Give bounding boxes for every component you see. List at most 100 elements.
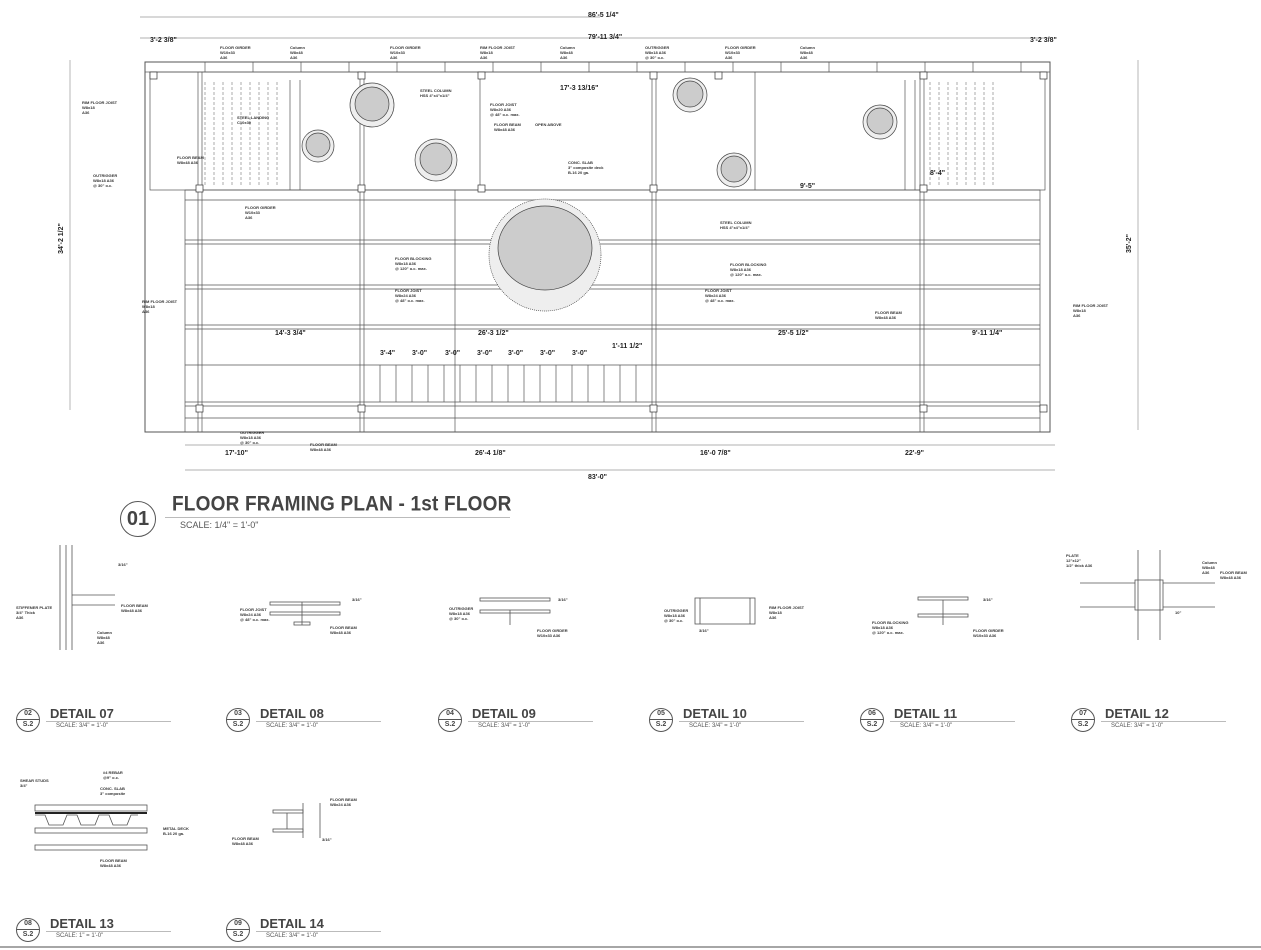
dim-interior: 14'-3 3/4" <box>275 330 306 337</box>
plan-callout-label: OPEN ABOVE <box>535 122 562 127</box>
plan-callout-label: FLOOR JOIST W8x24 A36 @ 48" o.c. max. <box>395 288 425 303</box>
plan-callout-label: RIM FLOOR JOIST W8x18 A36 <box>142 299 178 314</box>
detail-sheet: S.2 <box>22 931 34 938</box>
detail-callout-label: METAL DECK B-16 20 ga. <box>163 826 189 836</box>
detail-callout-label: 3/16" <box>983 597 993 602</box>
plan-callout-label: FLOOR GIRDER W10x33 A36 <box>220 45 251 60</box>
steel-column <box>649 184 658 193</box>
plan-callout-label: FLOOR BLOCKING W8x18 A36 @ 120" o.c. max… <box>395 256 432 271</box>
plan-callout-label: Column W8x48 A36 <box>800 45 815 60</box>
detail-callout-label: CONC. SLAB 3" composite <box>100 786 126 796</box>
plan-callout-label: FLOOR BLOCKING W8x18 A36 @ 120" o.c. max… <box>730 262 767 277</box>
detail-number: 08 <box>17 919 39 930</box>
plan-callout-label: RIM FLOOR JOIST W8x18 A36 <box>82 100 118 115</box>
detail-callout-label: #4 REBAR @9" o.c. <box>103 770 123 780</box>
plan-callout-label: STEEL COLUMN HSS 4"x4"x1/4" <box>420 88 452 98</box>
detail-callout-label: FLOOR GIRDER W10x33 A36 <box>537 628 568 638</box>
detail-sheet: S.2 <box>232 931 244 938</box>
detail-callout-label: PLATE 12"x12" 1/2" thick A36 <box>1066 553 1093 568</box>
detail-callout-label: STIFFENER PLATE 3/4" Thick A36 <box>16 605 53 620</box>
dim-interior: 1'-11 1/2" <box>612 343 643 350</box>
detail-callout-label: FLOOR JOIST W8x24 A36 @ 48" o.c. max. <box>240 607 270 622</box>
dim-interior: 3'-0" <box>477 350 493 357</box>
detail-callout-label: RIM FLOOR JOIST W8x18 A36 <box>769 605 805 620</box>
detail-scale: SCALE: 3/4" = 1'-0" <box>1111 723 1164 729</box>
detail-number: 05 <box>650 709 672 720</box>
steel-column <box>714 71 723 80</box>
dim-top-left: 3'-2 3/8" <box>150 37 177 44</box>
detail-callout-label: FLOOR GIRDER W10x33 A36 <box>973 628 1004 638</box>
plan-number-bubble: 01 <box>120 501 156 537</box>
detail-scale: SCALE: 3/4" = 1'-0" <box>689 723 742 729</box>
dim-interior: 3'-0" <box>412 350 428 357</box>
dim-inner-top: 79'-11 3/4" <box>588 34 623 41</box>
plan-callout-label: FLOOR BEAM W8x48 A36 <box>177 155 204 165</box>
detail-callout-label: OUTRIGGER W8x18 A36 @ 30" o.c. <box>449 606 474 621</box>
plan-callout-label: STEEL LANDING C10x30 <box>237 115 270 125</box>
plan-callout-label: CONC. SLAB 3" composite deck B-16 20 ga. <box>568 160 604 175</box>
dim-overall-top: 86'-5 1/4" <box>588 12 619 19</box>
dim-interior: 3'-0" <box>540 350 556 357</box>
plan-callout-label: FLOOR JOIST W8x20 A36 @ 48" o.c. max. <box>490 102 520 117</box>
detail-scale: SCALE: 3/4" = 1'-0" <box>478 723 531 729</box>
dim-interior: 3'-0" <box>572 350 588 357</box>
detail-callout-label: FLOOR BEAM W8x48 A36 <box>232 836 259 846</box>
steel-column <box>1039 71 1048 80</box>
plan-callout-label: STEEL COLUMN HSS 4"x4"x1/4" <box>720 220 752 230</box>
plan-callout-label: OUTRIGGER W8x18 A36 @ 30" o.c. <box>240 430 265 445</box>
steel-column <box>919 184 928 193</box>
detail-callout-label: 3/16" <box>322 837 332 842</box>
detail-drawings <box>34 545 1215 851</box>
plan-callout-label: FLOOR GIRDER W10x33 A36 <box>725 45 756 60</box>
detail-sheet: S.2 <box>866 721 878 728</box>
detail-scale: SCALE: 3/4" = 1'-0" <box>266 933 319 939</box>
floor-framing-plan <box>69 16 1139 471</box>
steel-column <box>195 404 204 413</box>
detail-callout-label: 10" <box>1175 610 1182 615</box>
dim-interior: 9'-11 1/4" <box>972 330 1003 337</box>
detail-callout-label: 3/16" <box>699 628 709 633</box>
detail-callout-label: FLOOR BEAM W8x48 A36 <box>100 858 127 868</box>
steel-column <box>195 184 204 193</box>
detail-callout-label: SHEAR STUDS 3/4" <box>20 778 49 788</box>
dim-bottom-2: 26'-4 1/8" <box>475 450 506 457</box>
detail-title: DETAIL 13 <box>50 916 114 931</box>
plan-callout-label: FLOOR BEAM W8x48 A36 <box>494 122 521 132</box>
plan-callout-label: Column W8x48 A36 <box>290 45 305 60</box>
steel-column <box>149 71 158 80</box>
dim-interior: 9'-5" <box>800 183 816 190</box>
dim-interior: 17'-3 13/16" <box>560 85 599 92</box>
steel-column <box>477 71 486 80</box>
plan-callout-label: OUTRIGGER W8x18 A36 @ 30" o.c. <box>645 45 670 60</box>
steel-column <box>357 404 366 413</box>
plan-callout-label: Column W8x48 A36 <box>560 45 575 60</box>
detail-callout-label: 3/16" <box>118 562 128 567</box>
steel-column <box>357 71 366 80</box>
detail-number: 07 <box>1072 709 1094 720</box>
detail-number: 03 <box>227 709 249 720</box>
dim-bottom-1: 17'-10" <box>225 450 248 457</box>
plan-scale: SCALE: 1/4" = 1'-0" <box>180 520 259 530</box>
dim-interior: 26'-3 1/2" <box>478 330 509 337</box>
plan-number: 01 <box>126 508 150 530</box>
detail-callout-label: 3/16" <box>352 597 362 602</box>
detail-title: DETAIL 14 <box>260 916 324 931</box>
steel-column <box>919 71 928 80</box>
plan-callout-label: RIM FLOOR JOIST W8x18 A36 <box>480 45 516 60</box>
dim-bottom-3: 16'-0 7/8" <box>700 450 731 457</box>
detail-callout-label: FLOOR BEAM W8x48 A36 <box>1220 570 1247 580</box>
detail-sheet: S.2 <box>1077 721 1089 728</box>
detail-scale: SCALE: 3/4" = 1'-0" <box>56 723 109 729</box>
steel-column <box>1039 404 1048 413</box>
dim-top-right: 3'-2 3/8" <box>1030 37 1057 44</box>
plan-callout-label: FLOOR JOIST W8x24 A36 @ 48" o.c. max. <box>705 288 735 303</box>
steel-column <box>477 184 486 193</box>
detail-sheet: S.2 <box>22 721 34 728</box>
